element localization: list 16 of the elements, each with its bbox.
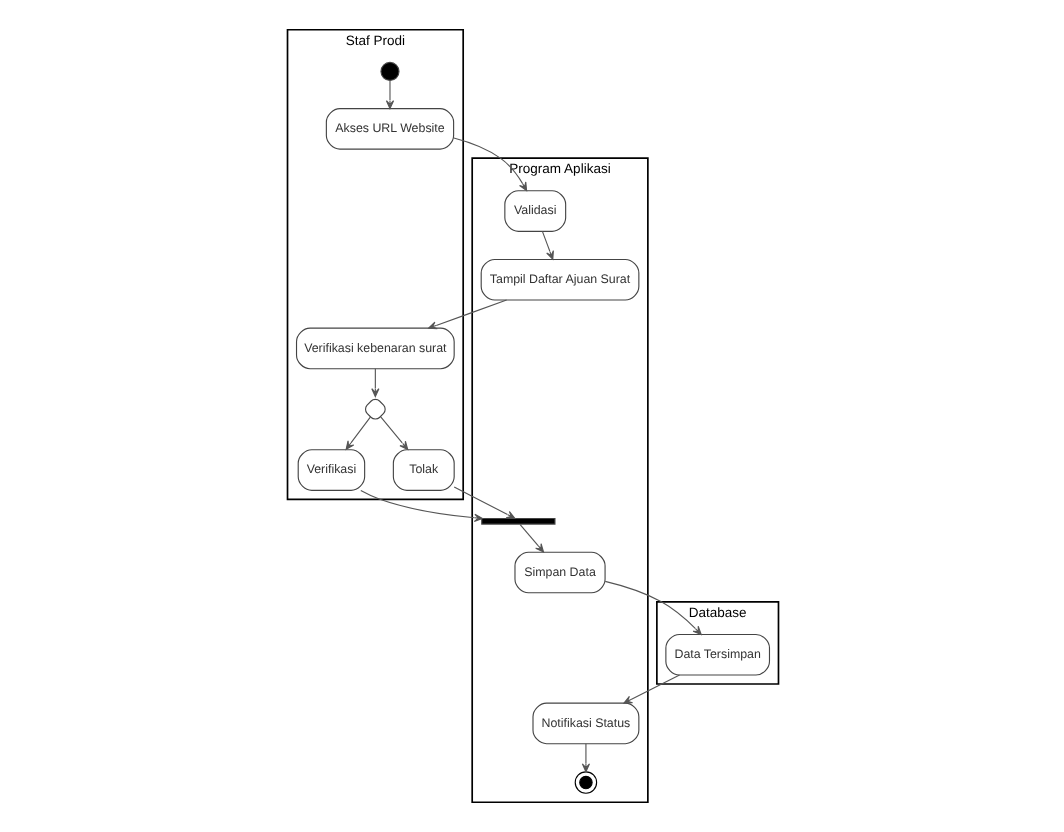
arrow bbox=[384, 80, 394, 110]
arrow bbox=[427, 299, 507, 330]
arrow bbox=[622, 674, 680, 704]
arrow bbox=[580, 743, 590, 773]
arrow bbox=[452, 137, 527, 192]
node-bar bbox=[480, 517, 555, 525]
arrow bbox=[370, 368, 379, 398]
arrow bbox=[344, 416, 370, 450]
arrow bbox=[603, 580, 701, 635]
arrow bbox=[540, 230, 553, 260]
arrow bbox=[452, 486, 515, 519]
arrow bbox=[518, 523, 544, 553]
node-diamond bbox=[363, 398, 385, 420]
arrow bbox=[378, 416, 408, 451]
node-circle bbox=[379, 61, 399, 81]
arrow bbox=[359, 490, 483, 522]
